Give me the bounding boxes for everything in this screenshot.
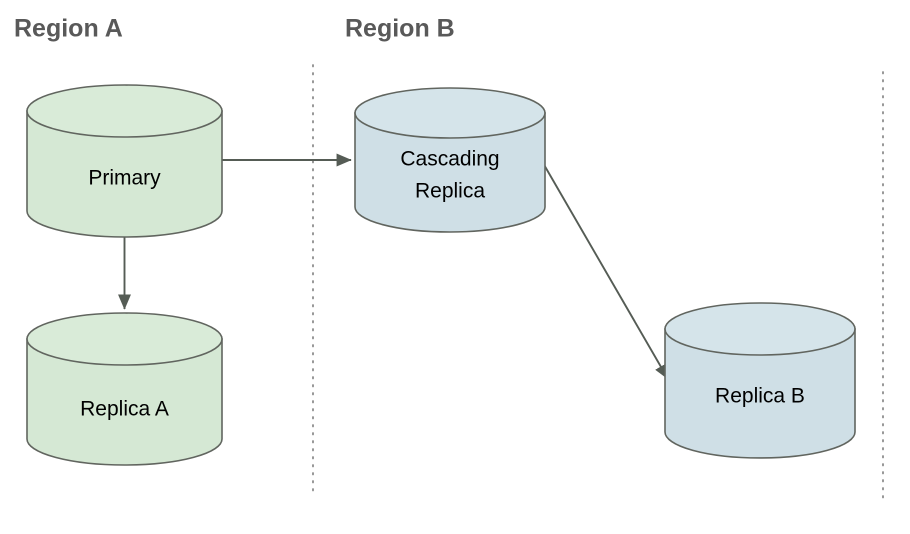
region-b-title: Region B [345,15,455,43]
primary-cylinder-top [26,84,223,138]
primary-cylinder-body [26,110,223,238]
node-replica-a[interactable]: Replica A [26,312,223,466]
node-replica-b[interactable]: Replica B [664,302,856,459]
replica-b-label: Replica B [715,385,805,408]
replica-a-label: Replica A [80,398,169,421]
region-a-title: Region A [14,15,123,43]
replica-a-cylinder-top [26,312,223,366]
cascading-replica-cylinder-body [354,112,546,233]
replica-a-cylinder-body [26,338,223,466]
region-headings: Region A Region B [14,15,455,43]
replica-b-cylinder-body [664,328,856,459]
region-dividers [312,64,884,501]
cascading-replica-label-line2: Replica [415,180,485,203]
replica-b-cylinder-top [664,302,856,356]
cascading-replica-cylinder-top [354,87,546,139]
node-cascading-replica[interactable]: Cascading Replica [354,87,546,233]
edges [118,153,669,380]
cascading-replica-label-line1: Cascading [400,148,499,171]
edge-cascading-replica-to-replica-b [542,162,669,380]
node-primary[interactable]: Primary [26,84,223,238]
primary-label: Primary [88,167,161,190]
